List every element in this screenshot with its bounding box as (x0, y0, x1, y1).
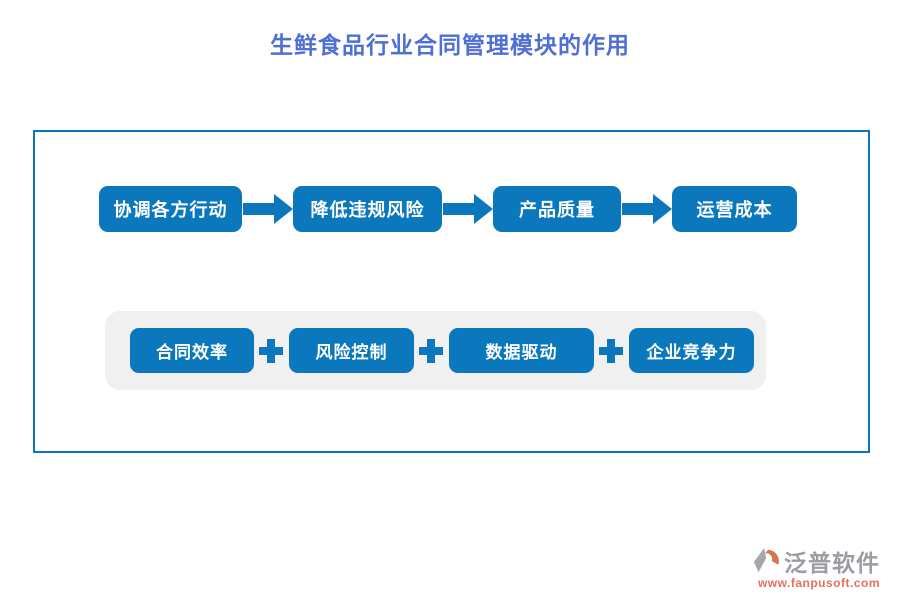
arrow-right-icon (241, 194, 294, 224)
flow-step-coordinate: 协调各方行动 (99, 186, 242, 232)
plus-icon (596, 337, 627, 365)
diagram-panel: 协调各方行动 降低违规风险 产品质量 运营成本 泛普软件 www.fanpuso… (33, 130, 870, 453)
footer-logo: 泛普软件 www.fanpusoft.com (752, 544, 880, 590)
benefit-row: 合同效率 风险控制 数据驱动 企业竞争力 (130, 328, 754, 373)
plus-icon (416, 337, 447, 365)
plus-icon (256, 337, 287, 365)
benefit-data-driven: 数据驱动 (449, 328, 594, 373)
benefit-competitiveness: 企业竞争力 (629, 328, 754, 373)
fanpu-logo-icon (753, 547, 779, 573)
flow-step-reduce-risk: 降低违规风险 (293, 186, 442, 232)
footer-brand-text: 泛普软件 (784, 551, 880, 576)
arrow-right-icon (620, 194, 673, 224)
benefit-contract-efficiency: 合同效率 (130, 328, 254, 373)
page-title: 生鲜食品行业合同管理模块的作用 (270, 33, 630, 58)
footer-url-text: www.fanpusoft.com (757, 576, 880, 590)
benefit-risk-control: 风险控制 (289, 328, 414, 373)
arrow-right-icon (441, 194, 494, 224)
flow-step-product-quality: 产品质量 (493, 186, 621, 232)
flow-row: 协调各方行动 降低违规风险 产品质量 运营成本 (99, 186, 797, 232)
flow-step-operating-cost: 运营成本 (672, 186, 797, 232)
benefit-group: 合同效率 风险控制 数据驱动 企业竞争力 (105, 311, 766, 390)
